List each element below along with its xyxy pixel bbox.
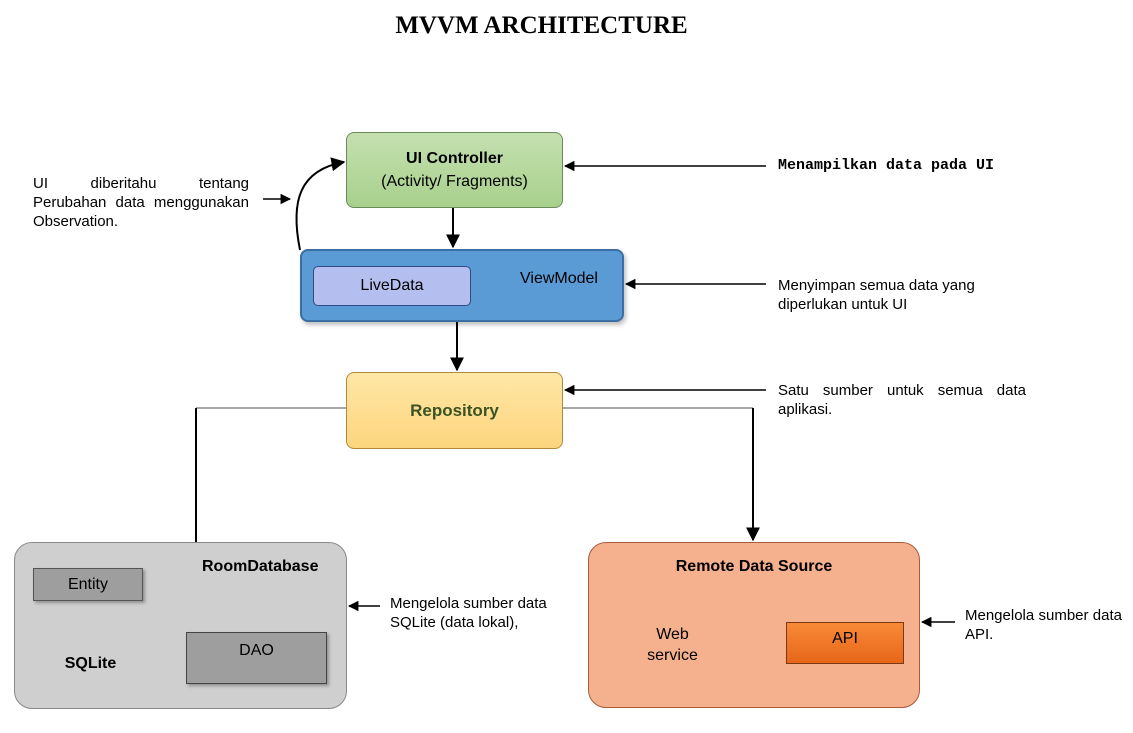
web-service-line1: Web	[656, 626, 689, 643]
api-box: API	[786, 622, 904, 664]
ui-controller-name: UI Controller	[406, 150, 503, 167]
room-database-label: RoomDatabase	[202, 558, 319, 575]
ui-controller-sub: (Activity/ Fragments)	[381, 173, 528, 190]
sqlite-label: SQLite	[64, 655, 117, 672]
web-service-label: Web service	[625, 624, 720, 666]
diagram-title: MVVM ARCHITECTURE	[395, 12, 688, 39]
entity-box: Entity	[33, 568, 143, 601]
note-room-database: Mengelola sumber data SQLite (data lokal…	[390, 595, 547, 631]
livedata-box: LiveData	[313, 266, 471, 306]
ui-controller-box: UI Controller (Activity/ Fragments)	[346, 132, 563, 208]
repository-box: Repository	[346, 372, 563, 449]
note-remote-data-source: Mengelola sumber data API.	[965, 607, 1122, 643]
dao-box: DAO	[186, 632, 327, 684]
remote-data-source-label: Remote Data Source	[675, 558, 833, 575]
web-service-line2: service	[647, 647, 698, 664]
note-repository: Satu sumber untuk semua data aplikasi.	[778, 382, 1026, 418]
arrow-observation-curve	[295, 157, 346, 251]
note-ui-controller: Menampilkan data pada UI	[778, 157, 995, 174]
note-viewmodel: Menyimpan semua data yang diperlukan unt…	[778, 277, 975, 313]
viewmodel-label: ViewModel	[520, 270, 598, 287]
note-observation: UI diberitahu tentang Perubahan data men…	[33, 175, 249, 230]
